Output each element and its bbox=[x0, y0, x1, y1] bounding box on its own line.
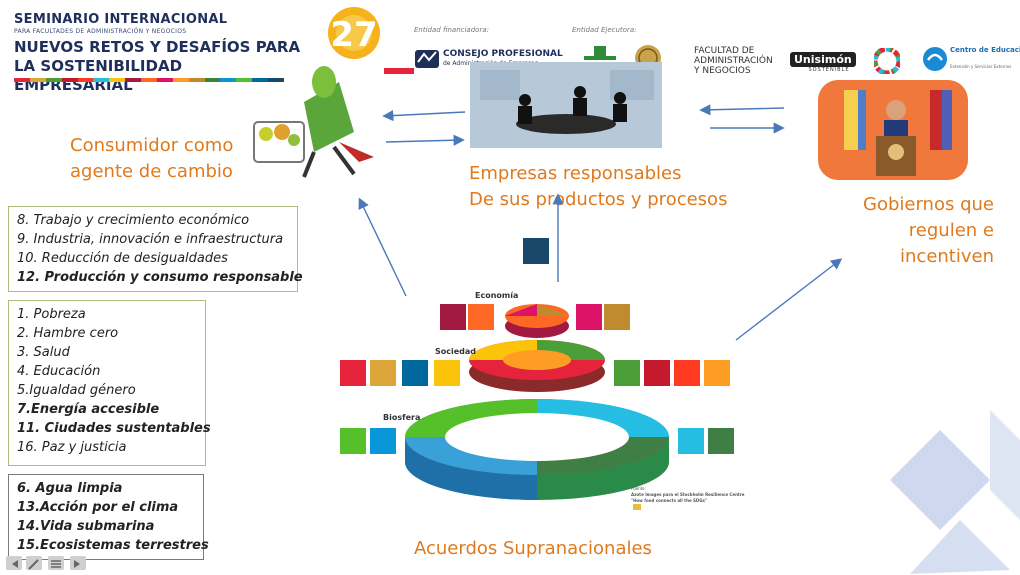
society-goals-box: 1. Pobreza 2. Hambre cero 3. Salud 4. Ed… bbox=[8, 300, 211, 466]
consumer-shopping-illustration bbox=[253, 66, 374, 178]
centro-educacion-sub: Extensión y Servicios Externos bbox=[950, 64, 1012, 69]
goal-item-1: 1. Pobreza bbox=[17, 307, 86, 322]
goal-item-8: 8. Trabajo y crecimiento económico bbox=[17, 213, 250, 228]
arrow-gobiernos-to-empresas bbox=[699, 104, 785, 116]
podium-flags-icon bbox=[818, 80, 968, 180]
goal-item-12: 12. Producción y consumo responsable bbox=[17, 270, 303, 285]
svg-text:27: 27 bbox=[330, 15, 377, 55]
sdg-9-icon bbox=[468, 304, 494, 330]
arrow-acuerdos-to-gobiernos bbox=[735, 258, 843, 341]
sdg-8-icon bbox=[440, 304, 466, 330]
economy-goals-box: 8. Trabajo y crecimiento económico 9. In… bbox=[8, 206, 303, 292]
sdg-12-icon bbox=[604, 304, 630, 330]
consejo-title: CONSEJO PROFESIONAL bbox=[443, 49, 563, 59]
economia-layer bbox=[505, 304, 569, 338]
arrow-left-icon bbox=[12, 560, 18, 568]
consumidor-label-line2: agente de cambio bbox=[70, 161, 233, 182]
centro-educacion-title: Centro de Educación Continuada bbox=[950, 46, 1020, 54]
sdg-wedding-cake-diagram: Economía Sociedad Biosfera Fuente: Azote… bbox=[340, 238, 745, 510]
biosfera-layer bbox=[405, 399, 669, 500]
unisimon-logo: Unisimón SOSTENIBLE bbox=[790, 48, 868, 74]
sdg-1-icon bbox=[340, 360, 366, 386]
red-accent-bar bbox=[384, 68, 414, 74]
consejo-emblem-icon bbox=[415, 50, 439, 68]
sdg-15-icon bbox=[340, 428, 366, 454]
financiadora-label: Entidad financiadora: bbox=[414, 26, 489, 34]
sdg-5-icon bbox=[674, 360, 700, 386]
sdg-11-icon bbox=[704, 360, 730, 386]
goal-item-7: 7.Energía accesible bbox=[17, 402, 160, 417]
economia-label: Economía bbox=[475, 291, 518, 300]
gobiernos-label-line2: regulen e bbox=[908, 220, 994, 241]
pen-tool-button[interactable] bbox=[26, 556, 42, 570]
ejecutora-label: Entidad Ejecutora: bbox=[572, 26, 637, 34]
source-credit-line2: "How food connects all the SDGs" bbox=[631, 498, 707, 503]
sociedad-layer bbox=[469, 340, 605, 392]
sdg-16-icon bbox=[402, 360, 428, 386]
business-meeting-illustration bbox=[470, 62, 662, 148]
next-slide-button[interactable] bbox=[70, 556, 86, 570]
biosphere-goals-box: 6. Agua limpia 13.Acción por el clima 14… bbox=[8, 474, 209, 560]
sdg-13-icon bbox=[708, 428, 734, 454]
acuerdos-label: Acuerdos Supranacionales bbox=[414, 538, 652, 559]
sdg-17-icon bbox=[523, 238, 549, 264]
goal-item-10: 10. Reducción de desigualdades bbox=[17, 251, 228, 266]
gobiernos-label: Gobiernos que regulen e incentiven bbox=[850, 192, 994, 270]
goal-item-13: 13.Acción por el clima bbox=[17, 500, 179, 515]
empresas-label-line1: Empresas responsables bbox=[469, 163, 682, 184]
source-credit-line1: Azote Images para el Stockholm Resilienc… bbox=[631, 492, 745, 497]
goal-item-2: 2. Hambre cero bbox=[17, 326, 119, 341]
arrow-right-icon bbox=[74, 560, 80, 568]
sdg-7-icon bbox=[434, 360, 460, 386]
arrow-acuerdos-to-consumidor bbox=[358, 197, 407, 297]
sdg-color-bar bbox=[14, 78, 284, 82]
consumidor-label: Consumidor como agente de cambio bbox=[70, 133, 233, 185]
sdg-14-icon bbox=[370, 428, 396, 454]
sociedad-label: Sociedad bbox=[435, 347, 476, 356]
government-speaker-illustration bbox=[818, 80, 968, 180]
sdg-6-icon bbox=[678, 428, 704, 454]
sdg-wheel-icon bbox=[874, 48, 900, 74]
pen-icon bbox=[28, 559, 39, 570]
decorative-diamonds bbox=[890, 410, 1020, 574]
seminar-title: SEMINARIO INTERNACIONAL bbox=[14, 12, 228, 27]
gobiernos-label-line3: incentiven bbox=[900, 246, 994, 267]
unisimon-sub: SOSTENIBLE bbox=[808, 67, 850, 73]
goal-item-3: 3. Salud bbox=[17, 345, 70, 360]
source-label: Fuente: bbox=[631, 486, 646, 491]
prev-slide-button[interactable] bbox=[6, 556, 22, 570]
goal-item-16: 16. Paz y justicia bbox=[17, 440, 127, 455]
slide-menu-button[interactable] bbox=[48, 556, 64, 570]
goal-item-11: 11. Ciudades sustentables bbox=[17, 421, 211, 436]
goal-item-4: 4. Educación bbox=[17, 364, 101, 379]
goal-item-6: 6. Agua limpia bbox=[17, 481, 123, 496]
goal-item-14: 14.Vida submarina bbox=[17, 519, 155, 534]
sdg-2-icon bbox=[370, 360, 396, 386]
goal-item-15: 15.Ecosistemas terrestres bbox=[17, 538, 209, 553]
facultad-logo: FACULTAD DE ADMINISTRACIÓN Y NEGOCIOS bbox=[694, 46, 773, 76]
sdg-10-icon bbox=[576, 304, 602, 330]
goal-item-9: 9. Industria, innovación e infraestructu… bbox=[17, 232, 284, 247]
sdg-4-icon bbox=[644, 360, 670, 386]
biosfera-label: Biosfera bbox=[383, 413, 420, 422]
unisimon-wordmark: Unisimón bbox=[790, 52, 856, 67]
menu-icon bbox=[51, 560, 61, 568]
goal-item-5: 5.Igualdad género bbox=[17, 383, 136, 398]
empresas-label: Empresas responsables De sus productos y… bbox=[469, 161, 727, 213]
centro-educacion-icon bbox=[923, 47, 947, 71]
empresas-label-line2: De sus productos y procesos bbox=[469, 189, 728, 210]
arrow-consumidor-to-empresas bbox=[385, 134, 465, 146]
gobiernos-label-line1: Gobiernos que bbox=[863, 194, 994, 215]
seminar-subtitle: PARA FACULTADES DE ADMINISTRACIÓN Y NEGO… bbox=[14, 28, 187, 35]
meeting-people-icon bbox=[470, 62, 662, 148]
consumidor-label-line1: Consumidor como bbox=[70, 135, 234, 156]
comment-marker-icon bbox=[633, 504, 641, 510]
anniversary-27-logo: 27 bbox=[328, 7, 380, 59]
sdg-3-icon bbox=[614, 360, 640, 386]
arrow-empresas-to-consumidor bbox=[382, 109, 466, 122]
universidad-emblem-icon bbox=[584, 46, 616, 60]
